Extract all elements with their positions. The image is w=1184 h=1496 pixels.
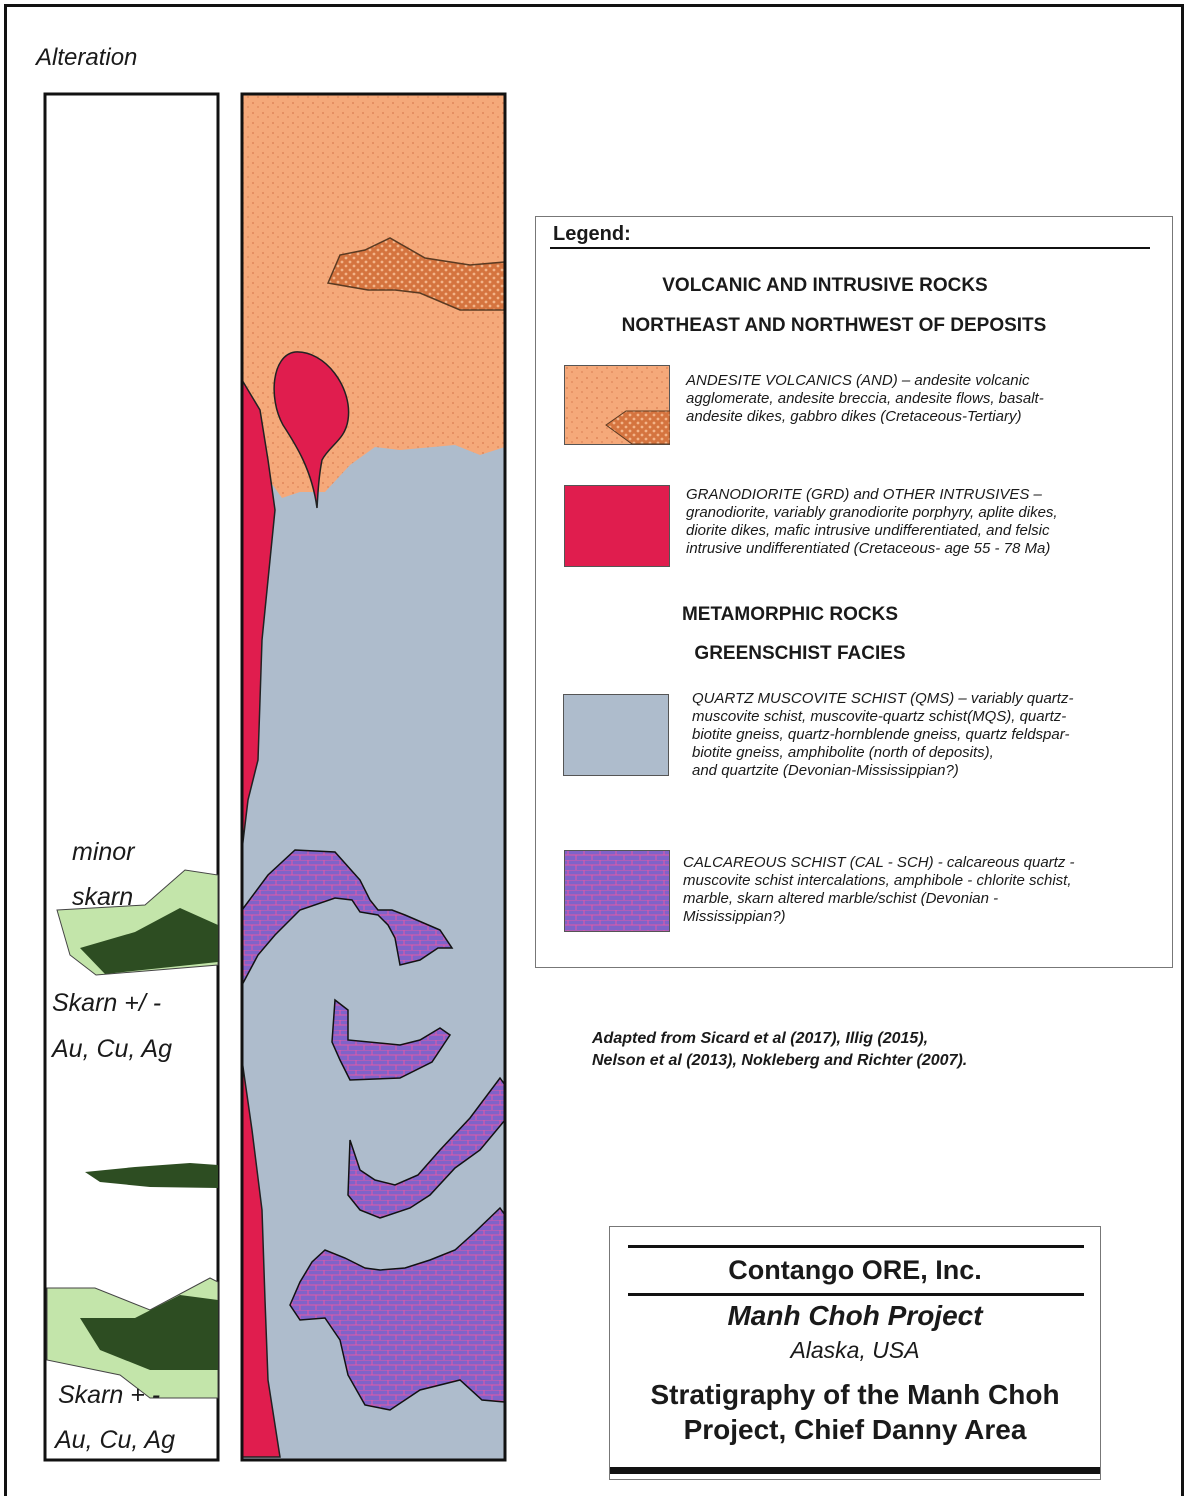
- minor-skarn-label-2: skarn: [72, 882, 133, 912]
- title-block: Contango ORE, Inc. Manh Choh Project Ala…: [609, 1226, 1101, 1480]
- granodiorite-line-4: intrusive undifferentiated (Cretaceous- …: [686, 540, 1058, 558]
- title-rule-middle: [628, 1293, 1084, 1296]
- skarn-lower-label-1: Skarn + -: [58, 1380, 160, 1410]
- company-name: Contango ORE, Inc.: [610, 1255, 1100, 1286]
- volcanic-heading-2: NORTHEAST AND NORTHWEST OF DEPOSITS: [515, 315, 1153, 337]
- qms-description: QUARTZ MUSCOVITE SCHIST (QMS) – variably…: [692, 690, 1073, 780]
- qms-line-1: QUARTZ MUSCOVITE SCHIST (QMS) – variably…: [692, 690, 1073, 708]
- skarn-lower-label-2: Au, Cu, Ag: [55, 1425, 175, 1455]
- granodiorite-line-1: GRANODIORITE (GRD) and OTHER INTRUSIVES …: [686, 486, 1058, 504]
- metamorphic-heading-1: METAMORPHIC ROCKS: [471, 604, 1109, 626]
- qms-swatch: [563, 694, 669, 776]
- legend-box: Legend: VOLCANIC AND INTRUSIVE ROCKS NOR…: [535, 216, 1173, 968]
- source-citation: Adapted from Sicard et al (2017), Illig …: [592, 1028, 967, 1072]
- volcanic-heading-1: VOLCANIC AND INTRUSIVE ROCKS: [506, 275, 1144, 297]
- figure-heading-line-2: Project, Chief Danny Area: [610, 1412, 1100, 1447]
- project-location: Alaska, USA: [610, 1337, 1100, 1364]
- alteration-column: [45, 94, 218, 1460]
- qms-line-5: and quartzite (Devonian-Mississippian?): [692, 762, 1073, 780]
- calcareous-line-4: Mississippian?): [683, 908, 1075, 926]
- figure-heading-line-1: Stratigraphy of the Manh Choh: [610, 1377, 1100, 1412]
- citation-line-2: Nelson et al (2013), Nokleberg and Richt…: [592, 1050, 967, 1072]
- granodiorite-line-2: granodiorite, variably granodiorite porp…: [686, 504, 1058, 522]
- skarn-upper-label-2: Au, Cu, Ag: [52, 1034, 172, 1064]
- metamorphic-heading-2: GREENSCHIST FACIES: [481, 643, 1119, 665]
- figure-heading: Stratigraphy of the Manh Choh Project, C…: [610, 1377, 1100, 1447]
- title-rule-bottom: [610, 1467, 1100, 1474]
- granodiorite-line-3: diorite dikes, mafic intrusive undiffere…: [686, 522, 1058, 540]
- qms-line-4: biotite gneiss, amphibolite (north of de…: [692, 744, 1073, 762]
- title-rule-top: [628, 1245, 1084, 1248]
- andesite-swatch: [564, 365, 670, 445]
- legend-divider: [550, 247, 1150, 249]
- andesite-description: ANDESITE VOLCANICS (AND) – andesite volc…: [686, 372, 1044, 426]
- qms-line-2: muscovite schist, muscovite-quartz schis…: [692, 708, 1073, 726]
- project-name: Manh Choh Project: [610, 1300, 1100, 1332]
- andesite-line-3: andesite dikes, gabbro dikes (Cretaceous…: [686, 408, 1044, 426]
- calcareous-description: CALCAREOUS SCHIST (CAL - SCH) - calcareo…: [683, 854, 1075, 926]
- andesite-line-1: ANDESITE VOLCANICS (AND) – andesite volc…: [686, 372, 1044, 390]
- calcareous-line-3: marble, skarn altered marble/schist (Dev…: [683, 890, 1075, 908]
- citation-line-1: Adapted from Sicard et al (2017), Illig …: [592, 1028, 967, 1050]
- granodiorite-swatch: [564, 485, 670, 567]
- granodiorite-description: GRANODIORITE (GRD) and OTHER INTRUSIVES …: [686, 486, 1058, 558]
- calcareous-line-2: muscovite schist intercalations, amphibo…: [683, 872, 1075, 890]
- calcareous-line-1: CALCAREOUS SCHIST (CAL - SCH) - calcareo…: [683, 854, 1075, 872]
- qms-line-3: biotite gneiss, quartz-hornblende gneiss…: [692, 726, 1073, 744]
- minor-skarn-label-1: minor: [72, 837, 135, 867]
- skarn-upper-label-1: Skarn +/ -: [52, 988, 161, 1018]
- andesite-line-2: agglomerate, andesite breccia, andesite …: [686, 390, 1044, 408]
- calcareous-swatch: [564, 850, 670, 932]
- legend-title: Legend:: [553, 223, 631, 246]
